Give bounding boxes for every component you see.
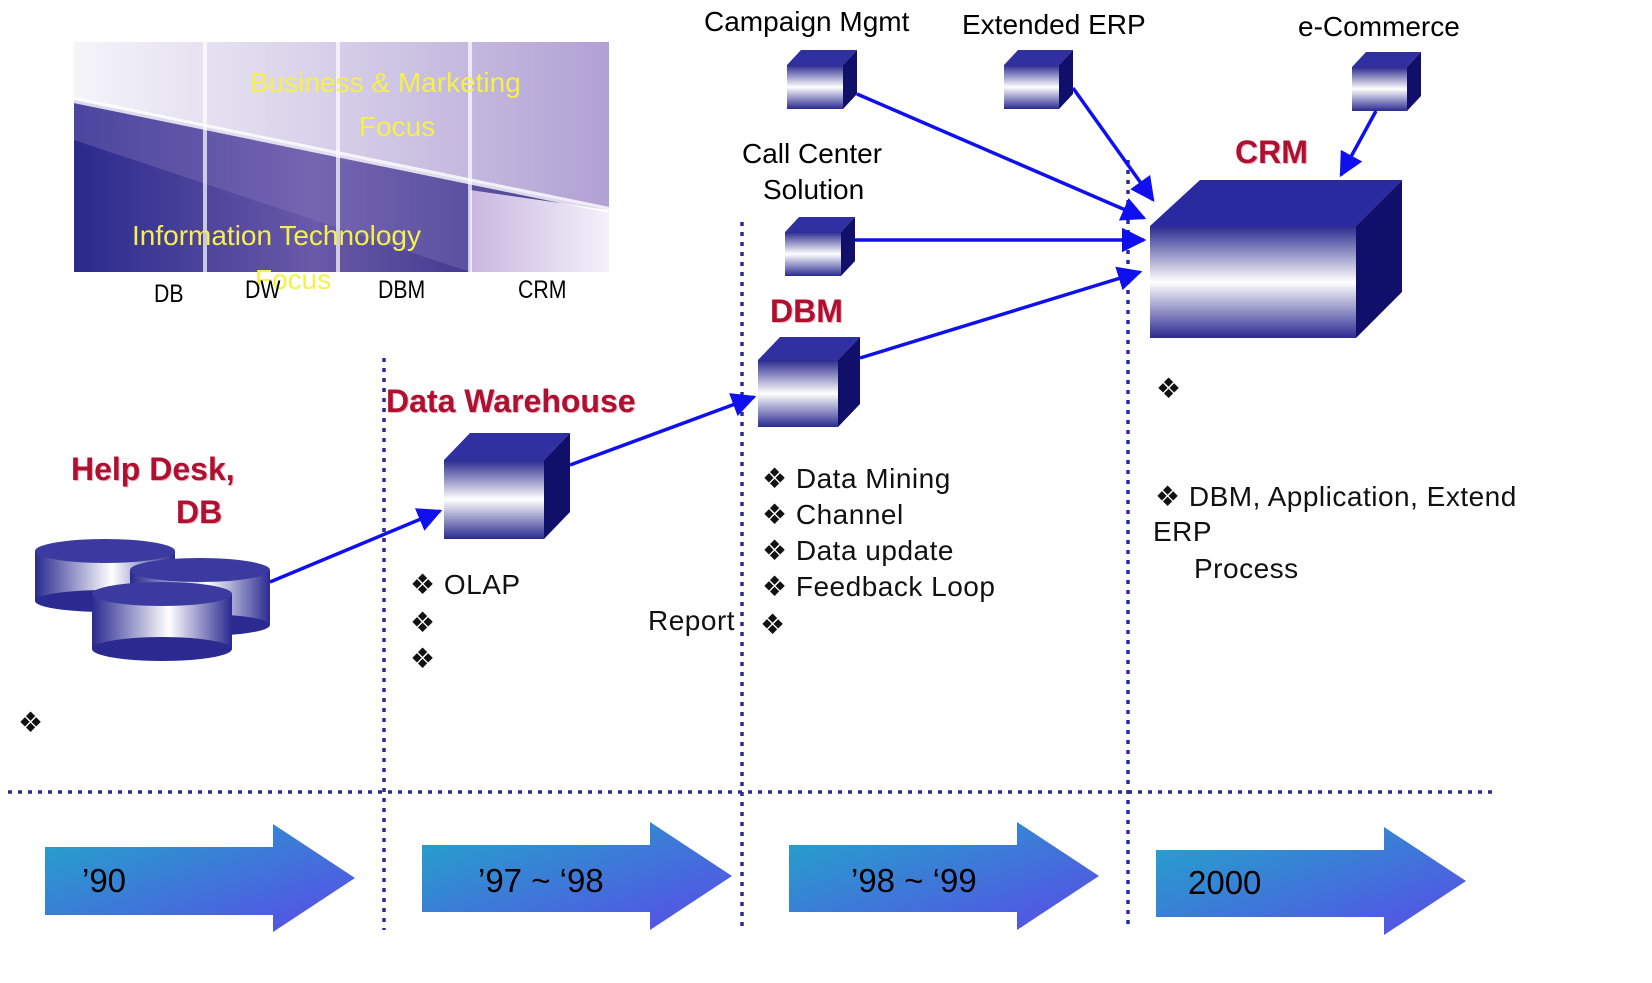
crm-cube-icon: [1150, 180, 1402, 338]
period-label-98-99: ’98 ~ ‘99: [851, 862, 977, 899]
dw-report-label: Report: [648, 605, 736, 636]
period-arrow-2: [422, 822, 732, 930]
dbm-bullet-data-update: ❖ Data update: [762, 535, 954, 566]
period-arrow-3: [789, 822, 1099, 930]
helpdesk-title-line1: Help Desk,: [71, 451, 235, 487]
crm-bullet-line2: ERP: [1153, 516, 1213, 547]
period-label-90: ’90: [82, 862, 127, 899]
dbm-bullet-channel: ❖ Channel: [762, 499, 904, 530]
database-cylinders-icon: [35, 539, 270, 661]
extended-erp-label: Extended ERP: [962, 9, 1146, 40]
helpdesk-title-line2: DB: [176, 494, 223, 530]
arrow-db-to-dw: [269, 508, 443, 584]
inset-it-label-line2: Focus: [255, 264, 332, 295]
call-center-label-line1: Call Center: [742, 138, 883, 169]
dbm-cube-icon: [758, 337, 860, 427]
dw-bullet-3: ❖: [410, 643, 436, 674]
call-center-label-line2: Solution: [763, 174, 865, 205]
crm-bullet-line1: ❖ DBM, Application, Extend: [1155, 481, 1517, 512]
inset-axis-db: DB: [154, 280, 184, 308]
dbm-bullet-feedback-loop: ❖ Feedback Loop: [762, 571, 996, 602]
focus-inset-panel: [73, 42, 610, 272]
inset-business-label-line1: Business & Marketing: [250, 67, 521, 98]
dbm-bullet-data-mining: ❖ Data Mining: [762, 463, 951, 494]
period-label-97-98: ’97 ~ ‘98: [478, 862, 604, 899]
period-arrow-4: [1156, 827, 1466, 935]
inset-axis-crm: CRM: [518, 276, 567, 304]
crm-bullet-line3: Process: [1194, 553, 1299, 584]
call-center-cube-icon: [785, 217, 855, 276]
helpdesk-bullet: ❖: [18, 707, 44, 738]
period-label-2000: 2000: [1188, 864, 1262, 901]
inset-axis-dw: DW: [245, 276, 281, 304]
data-warehouse-cube-icon: [444, 433, 570, 539]
campaign-mgmt-label: Campaign Mgmt: [704, 6, 910, 37]
ecommerce-cube-icon: [1352, 52, 1421, 111]
period-arrow-1: [45, 824, 355, 932]
database-cylinder-front: [92, 582, 232, 661]
timeline-guides: [8, 160, 1495, 930]
arrow-dw-to-dbm: [569, 393, 757, 467]
data-warehouse-title: Data Warehouse: [386, 383, 636, 419]
period-arrows: [45, 822, 1466, 935]
arrow-campaign-to-crm: [856, 92, 1147, 221]
inset-axis-dbm: DBM: [378, 276, 426, 304]
dbm-bullet-5: ❖: [760, 609, 786, 640]
crm-bullet-top: ❖: [1156, 373, 1182, 404]
inset-it-label-line1: Information Technology: [132, 220, 421, 251]
dw-bullet-2: ❖: [410, 607, 436, 638]
dbm-title: DBM: [770, 293, 843, 329]
connector-arrows: [269, 86, 1378, 584]
inset-business-label-line2: Focus: [359, 111, 436, 142]
ecommerce-label: e-Commerce: [1298, 11, 1460, 42]
arrow-ecommerce-to-crm: [1339, 110, 1378, 178]
arrow-dbm-to-crm: [859, 266, 1143, 360]
extended-erp-cube-icon: [1004, 50, 1073, 109]
arrow-erp-to-crm: [1071, 86, 1155, 202]
campaign-mgmt-cube-icon: [787, 50, 857, 109]
dw-bullet-olap: ❖ OLAP: [410, 569, 521, 600]
crm-title: CRM: [1235, 134, 1308, 170]
